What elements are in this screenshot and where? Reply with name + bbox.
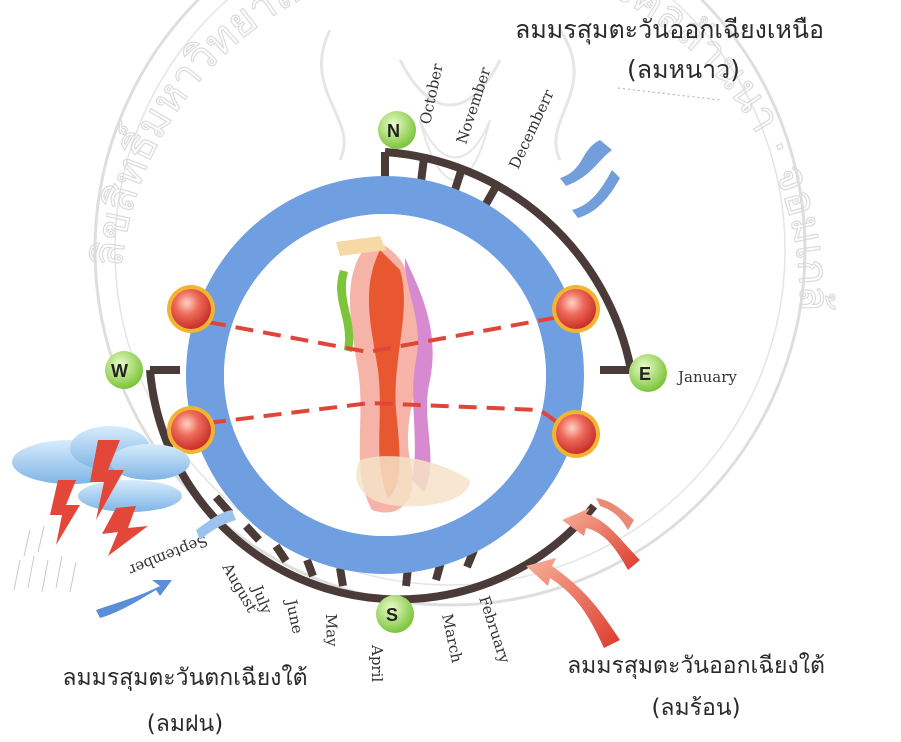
month-label-february: February (475, 594, 514, 666)
ne-wind-arrows (560, 140, 620, 218)
wind-arrow-icon (96, 580, 172, 618)
compass-south: S (376, 595, 414, 633)
wind-arrow-icon (196, 510, 236, 540)
wind-arrow-icon (560, 140, 612, 186)
rain-streaks (13, 525, 77, 593)
sun-icon (552, 285, 600, 333)
sun-markers (167, 285, 600, 458)
month-label-march: March (438, 612, 466, 665)
compass-letter-s: S (386, 605, 398, 625)
ne-leader-line (617, 87, 721, 101)
ne-monsoon-subtitle: (ลมหนาว) (627, 55, 740, 84)
month-label-may: May (322, 614, 341, 648)
sun-icon (167, 406, 215, 454)
sun-icon (167, 285, 215, 333)
sw-monsoon-label: ลมมรสุมตะวันตกเฉียงใต้ (ลมฝน) (30, 660, 340, 742)
month-label-april: April (368, 644, 386, 682)
compass-letter-e: E (639, 364, 651, 384)
month-label-june: June (282, 596, 307, 635)
south-badge-icon (376, 595, 414, 633)
month-label-january: January (676, 368, 737, 386)
sw-weather (12, 426, 236, 618)
compass-north: N (378, 111, 416, 149)
lightning-icon (50, 440, 148, 556)
site-plan (336, 236, 470, 513)
west-badge-icon (105, 351, 143, 389)
sun-orbit-ring (186, 176, 584, 574)
east-badge-icon (629, 354, 667, 392)
month-label-december: Decemberr (505, 86, 558, 172)
compass-east: E (629, 354, 667, 392)
wind-arrow-icon (572, 170, 620, 218)
wind-arrow-icon (526, 558, 620, 648)
sun-sightlines (207, 313, 571, 432)
compass-letter-w: W (111, 361, 128, 381)
ne-monsoon-title: ลมมรสุมตะวันออกเฉียงเหนือ (515, 15, 824, 44)
se-monsoon-title: ลมมรสุมตะวันออกเฉียงใต้ (567, 653, 825, 679)
se-wind-arrows (526, 498, 640, 648)
sw-monsoon-subtitle: (ลมฝน) (146, 711, 224, 737)
wind-arrow-icon (562, 508, 640, 570)
sw-monsoon-title: ลมมรสุมตะวันตกเฉียงใต้ (62, 665, 308, 691)
compass-west: W (105, 351, 143, 389)
month-label-september: September (125, 531, 210, 579)
se-monsoon-subtitle: (ลมร้อน) (651, 695, 741, 721)
wind-arrow-icon (596, 498, 634, 530)
month-ticks-top (417, 157, 502, 206)
se-monsoon-label: ลมมรสุมตะวันออกเฉียงใต้ (ลมร้อน) (526, 648, 866, 726)
sun-icon (552, 410, 600, 458)
ne-monsoon-label: ลมมรสุมตะวันออกเฉียงเหนือ (ลมหนาว) (515, 10, 900, 90)
month-label-october: October (416, 61, 447, 126)
north-badge-icon (378, 111, 416, 149)
compass-letter-n: N (387, 121, 400, 141)
